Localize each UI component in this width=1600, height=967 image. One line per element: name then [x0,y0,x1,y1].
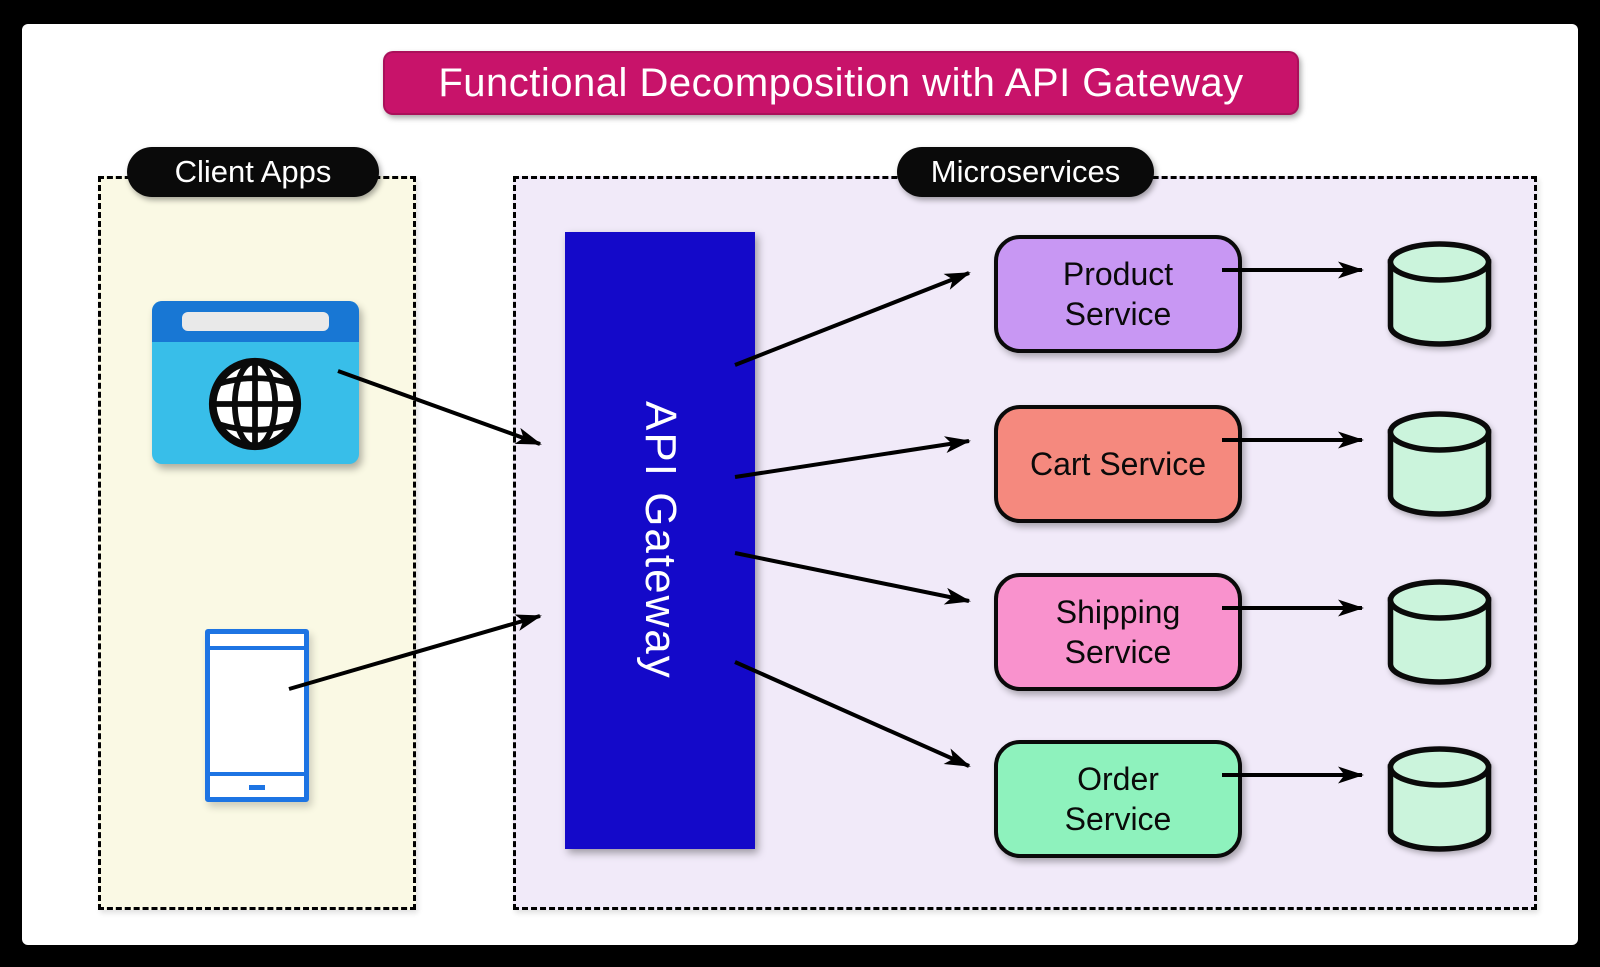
product-database-icon [1387,241,1492,347]
product-service-node: Product Service [994,235,1242,353]
shipping-database-icon [1387,579,1492,685]
cart-database-icon [1387,411,1492,517]
diagram-canvas: Functional Decomposition with API Gatewa… [22,24,1578,945]
order-database-icon [1387,746,1492,852]
phone-home-button [249,785,265,790]
phone-bottom-bar [210,772,304,776]
api-gateway-label: API Gateway [636,401,685,680]
microservices-label-pill: Microservices [897,147,1154,197]
web-browser-icon [152,301,359,464]
shipping-service-node: Shipping Service [994,573,1242,691]
cart-service-node: Cart Service [994,405,1242,523]
api-gateway-node: API Gateway [565,232,755,849]
browser-address-bar [182,312,329,331]
phone-top-bar [210,646,304,650]
order-service-node: Order Service [994,740,1242,858]
mobile-phone-icon [205,629,309,802]
globe-icon [208,357,302,451]
client-apps-label-pill: Client Apps [127,147,379,197]
diagram-title: Functional Decomposition with API Gatewa… [383,51,1299,115]
